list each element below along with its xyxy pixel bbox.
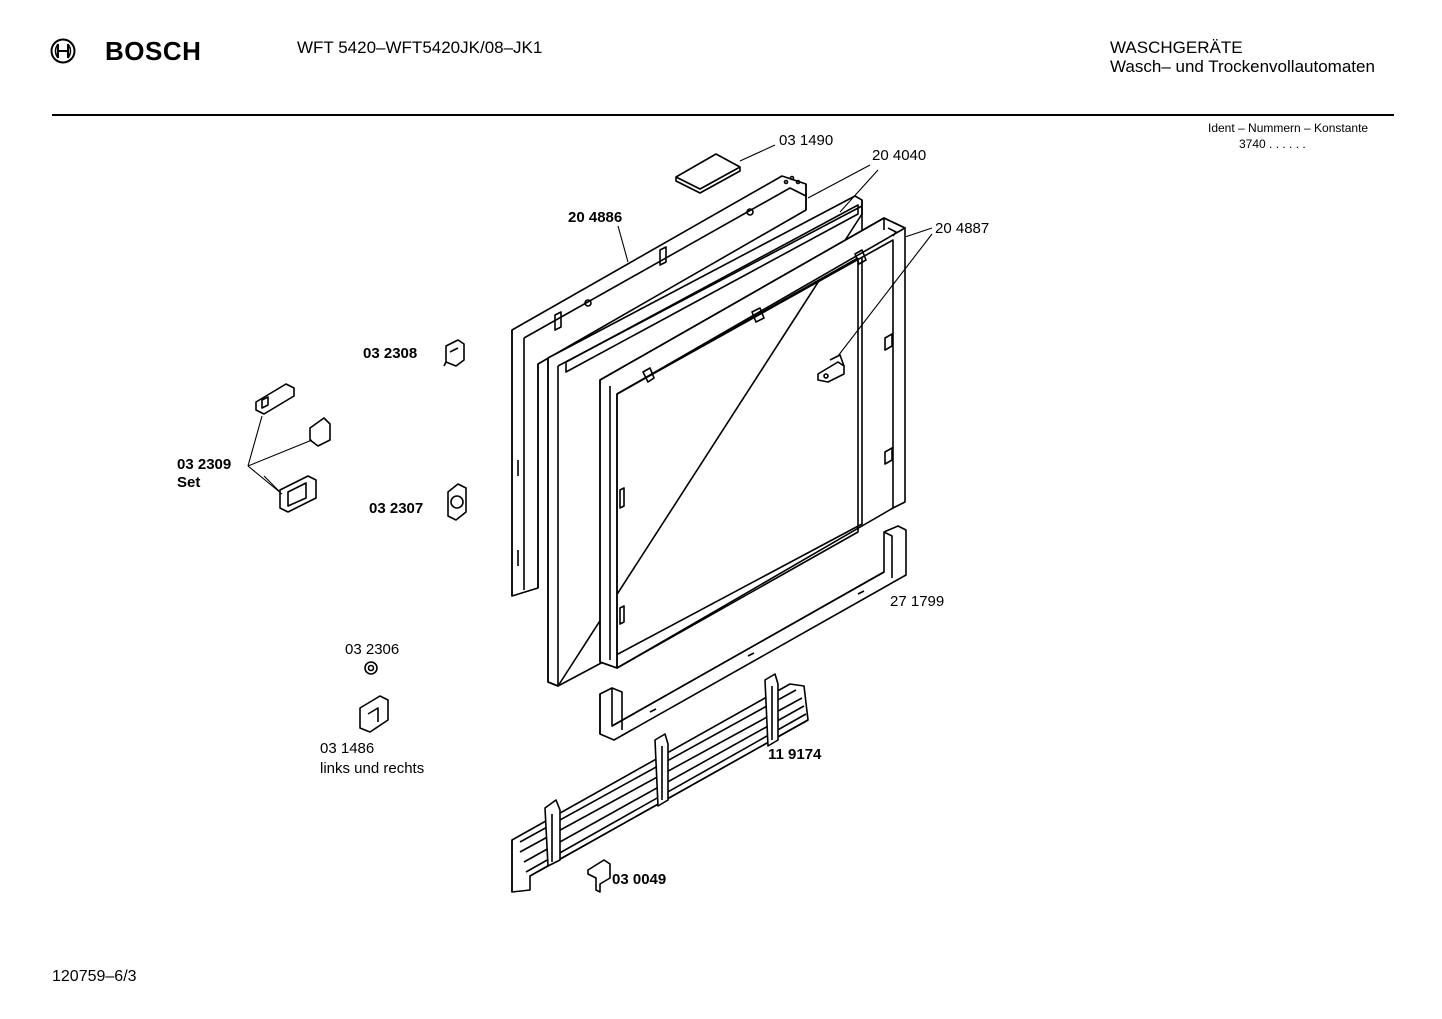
glass-panel-part-204040 bbox=[547, 195, 863, 687]
part-label-031486: 03 1486 bbox=[320, 740, 375, 757]
lower-frame-part-271799 bbox=[599, 525, 907, 741]
hinge-part-204887 bbox=[817, 354, 845, 383]
part-label-204887: 20 4887 bbox=[935, 220, 990, 237]
header-divider bbox=[52, 114, 1394, 116]
ident-label: Ident – Nummern – Konstante bbox=[1208, 121, 1369, 135]
category-title: WASCHGERÄTE bbox=[1110, 38, 1243, 57]
part-label-204040: 20 4040 bbox=[872, 147, 927, 164]
part-label-271799: 27 1799 bbox=[890, 593, 945, 610]
part-label-032308: 03 2308 bbox=[363, 345, 418, 362]
ident-value: 3740 . . . . . . bbox=[1239, 137, 1306, 151]
model-number: WFT 5420–WFT5420JK/08–JK1 bbox=[297, 38, 543, 57]
brand-name: BOSCH bbox=[105, 36, 202, 66]
part-label-032309-set: Set bbox=[177, 474, 201, 491]
bosch-logo-icon bbox=[50, 38, 76, 64]
part-label-032309: 03 2309 bbox=[177, 456, 232, 473]
switch-set-part-032309 bbox=[255, 383, 331, 513]
lock-part-032307 bbox=[447, 483, 467, 521]
frame-part-204886 bbox=[511, 175, 807, 597]
grille-part-119174 bbox=[511, 673, 809, 893]
part-label-032306: 03 2306 bbox=[345, 641, 400, 658]
part-label-031486-note: links und rechts bbox=[320, 760, 425, 777]
latch-part-032308 bbox=[443, 339, 465, 367]
category-subtitle: Wasch– und Trockenvollautomaten bbox=[1110, 57, 1375, 76]
hinge-part-031486 bbox=[359, 695, 389, 733]
part-label-030049: 03 0049 bbox=[612, 871, 667, 888]
part-label-204886: 20 4886 bbox=[568, 209, 623, 226]
part-label-032307: 03 2307 bbox=[369, 500, 424, 517]
inner-frame-part-204887 bbox=[599, 217, 906, 669]
part-label-031490: 03 1490 bbox=[779, 132, 834, 149]
part-label-119174: 11 9174 bbox=[768, 746, 822, 763]
bushing-part-032306 bbox=[364, 661, 378, 675]
clip-part-030049 bbox=[587, 859, 611, 893]
plate-part-031490 bbox=[675, 153, 741, 194]
drawing-id: 120759–6/3 bbox=[52, 968, 137, 985]
leader-lines bbox=[247, 144, 933, 495]
